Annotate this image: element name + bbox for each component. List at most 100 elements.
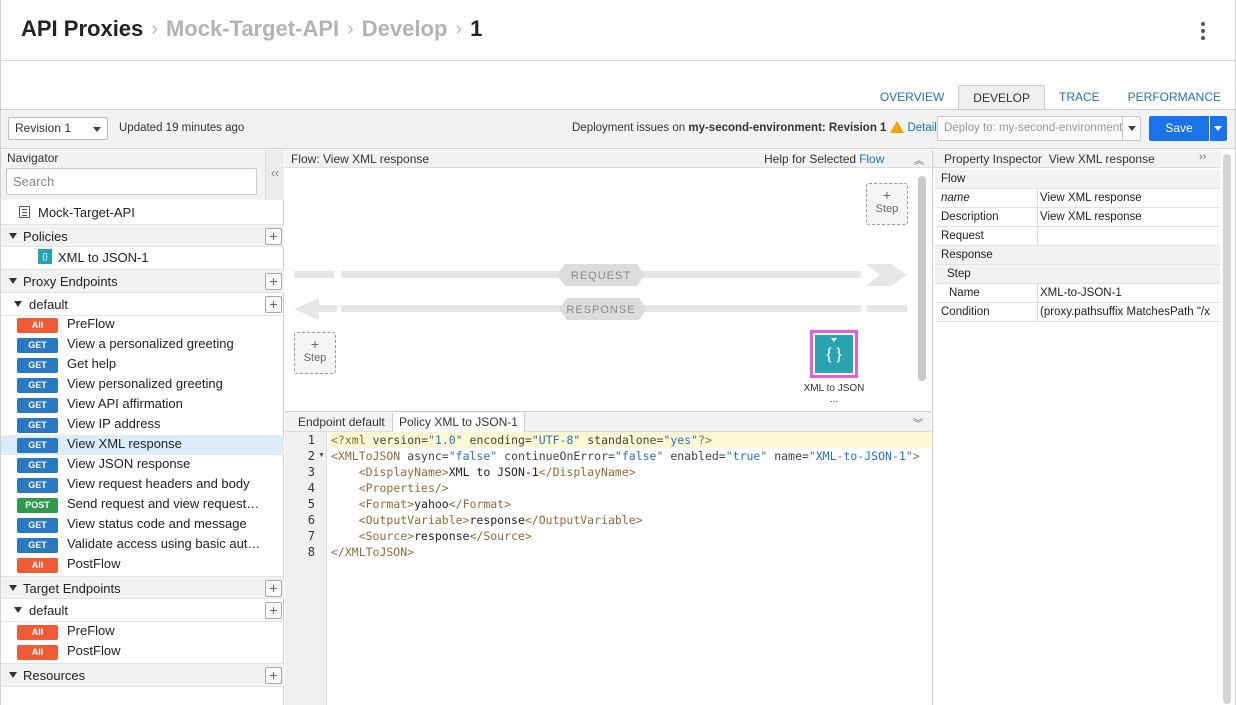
- add-policy-icon[interactable]: +: [265, 228, 282, 245]
- add-target-endpoint-icon[interactable]: +: [265, 580, 282, 597]
- property-row-name[interactable]: name View XML response: [935, 189, 1220, 208]
- add-flow-icon[interactable]: +: [265, 602, 282, 619]
- collapse-down-icon[interactable]: ︾: [913, 419, 923, 430]
- revision-select-value: Revision 1: [15, 121, 72, 135]
- response-label: RESPONSE: [566, 304, 635, 316]
- code-area[interactable]: <?xml version="1.0" encoding="UTF-8" sta…: [329, 432, 931, 705]
- help-flow-link[interactable]: Flow: [859, 152, 885, 166]
- property-row-condition[interactable]: Condition(proxy.pathsuffix MatchesPath "…: [935, 303, 1220, 322]
- navigator-panel: Navigator ‹‹ Mock-Target-API Policies + …: [1, 150, 284, 705]
- tab-endpoint-default[interactable]: Endpoint default: [298, 415, 385, 429]
- plus-icon: +: [310, 336, 320, 352]
- section-label: Resources: [23, 668, 86, 683]
- section-target-endpoints[interactable]: Target Endpoints +: [1, 576, 284, 599]
- tab-trace[interactable]: TRACE: [1058, 90, 1100, 104]
- property-value-field[interactable]: View XML response: [1037, 189, 1220, 207]
- policy-step-xml-to-json[interactable]: { }: [810, 330, 858, 378]
- flow-scrollbar[interactable]: [918, 176, 926, 381]
- add-response-step-button[interactable]: + Step: [294, 332, 336, 374]
- braces-icon: { }: [815, 335, 853, 373]
- inspector-title-label: Property Inspector: [944, 152, 1043, 166]
- fold-arrow-icon[interactable]: ▼: [318, 452, 325, 459]
- step-label: Step: [875, 203, 899, 215]
- line-number: 7: [307, 529, 315, 543]
- tab-develop[interactable]: DEVELOP: [958, 85, 1045, 110]
- property-value-field[interactable]: View XML response: [1037, 208, 1220, 226]
- section-policies[interactable]: Policies +: [1, 224, 284, 247]
- property-value-field[interactable]: XML-to-JSON-1: [1037, 284, 1220, 302]
- proxy-default-item[interactable]: default +: [1, 294, 284, 316]
- code-line: <XMLToJSON async="false" continueOnError…: [331, 449, 920, 463]
- section-proxy-endpoints[interactable]: Proxy Endpoints +: [1, 269, 284, 293]
- chevron-right-icon: ›: [151, 17, 158, 40]
- tab-policy-xml-to-json[interactable]: Policy XML to JSON-1: [392, 413, 525, 432]
- collapse-up-icon[interactable]: ︽: [914, 156, 924, 167]
- property-value-field[interactable]: [1037, 227, 1220, 245]
- updated-text: Updated 19 minutes ago: [119, 122, 245, 134]
- property-value-field[interactable]: (proxy.pathsuffix MatchesPath "/x: [1037, 303, 1220, 321]
- save-dropdown-icon[interactable]: [1210, 116, 1227, 141]
- breadcrumb-api-proxies[interactable]: API Proxies: [21, 16, 144, 41]
- response-arrow-icon: [294, 298, 319, 320]
- more-vert-icon[interactable]: [1197, 20, 1209, 42]
- navigator-search-input[interactable]: [6, 168, 257, 195]
- add-resource-icon[interactable]: +: [265, 667, 282, 684]
- expand-right-icon[interactable]: ››: [1199, 151, 1207, 163]
- breadcrumb-develop[interactable]: Develop: [361, 16, 448, 41]
- method-badge: All: [17, 558, 58, 573]
- navigator-title: Navigator: [7, 151, 59, 165]
- deployment-issue: Deployment issues on my-second-environme…: [572, 121, 943, 134]
- section-resources[interactable]: Resources +: [1, 663, 284, 687]
- divider: [1, 109, 1235, 110]
- collapse-left-icon[interactable]: ‹‹: [265, 150, 284, 200]
- deploy-issue-prefix: Deployment issues on: [572, 122, 689, 134]
- add-request-step-button[interactable]: + Step: [866, 183, 908, 225]
- toolbar: Revision 1 Updated 19 minutes ago Deploy…: [1, 110, 1235, 149]
- deploy-select[interactable]: Deploy to: my-second-environment: [937, 116, 1141, 141]
- add-proxy-endpoint-icon[interactable]: +: [265, 273, 282, 290]
- inspector-scrollbar[interactable]: [1223, 154, 1231, 704]
- code-line: <DisplayName>XML to JSON-1</DisplayName>: [358, 465, 636, 479]
- details-link[interactable]: Details: [907, 122, 943, 134]
- method-badge: GET: [17, 458, 58, 473]
- method-badge: GET: [17, 378, 58, 393]
- property-row-request[interactable]: Request: [935, 227, 1220, 246]
- flow-item-label: View XML response: [67, 436, 182, 451]
- revision-select[interactable]: Revision 1: [8, 117, 108, 140]
- warning-icon: [890, 121, 905, 133]
- property-key: name: [941, 192, 970, 204]
- breadcrumb-proxy[interactable]: Mock-Target-API: [165, 16, 340, 41]
- policy-step-label: XML to JSON ...: [803, 383, 865, 405]
- policy-item[interactable]: {} XML to JSON-1: [1, 248, 284, 268]
- save-button[interactable]: Save: [1149, 116, 1209, 141]
- target-default-item[interactable]: default +: [1, 600, 284, 622]
- proxy-root-item[interactable]: Mock-Target-API: [1, 203, 284, 223]
- inspector-title: Property Inspector View XML response: [944, 152, 1155, 166]
- flow-item-label: Send request and view request…: [67, 496, 260, 511]
- code-editor-panel: Endpoint default Policy XML to JSON-1 ︾ …: [285, 411, 931, 705]
- method-badge: GET: [17, 418, 58, 433]
- method-badge: All: [17, 625, 58, 640]
- add-flow-icon[interactable]: +: [265, 296, 282, 313]
- tab-performance[interactable]: PERFORMANCE: [1127, 90, 1221, 104]
- caret-down-icon: [93, 127, 101, 132]
- tab-overview[interactable]: OVERVIEW: [879, 90, 945, 104]
